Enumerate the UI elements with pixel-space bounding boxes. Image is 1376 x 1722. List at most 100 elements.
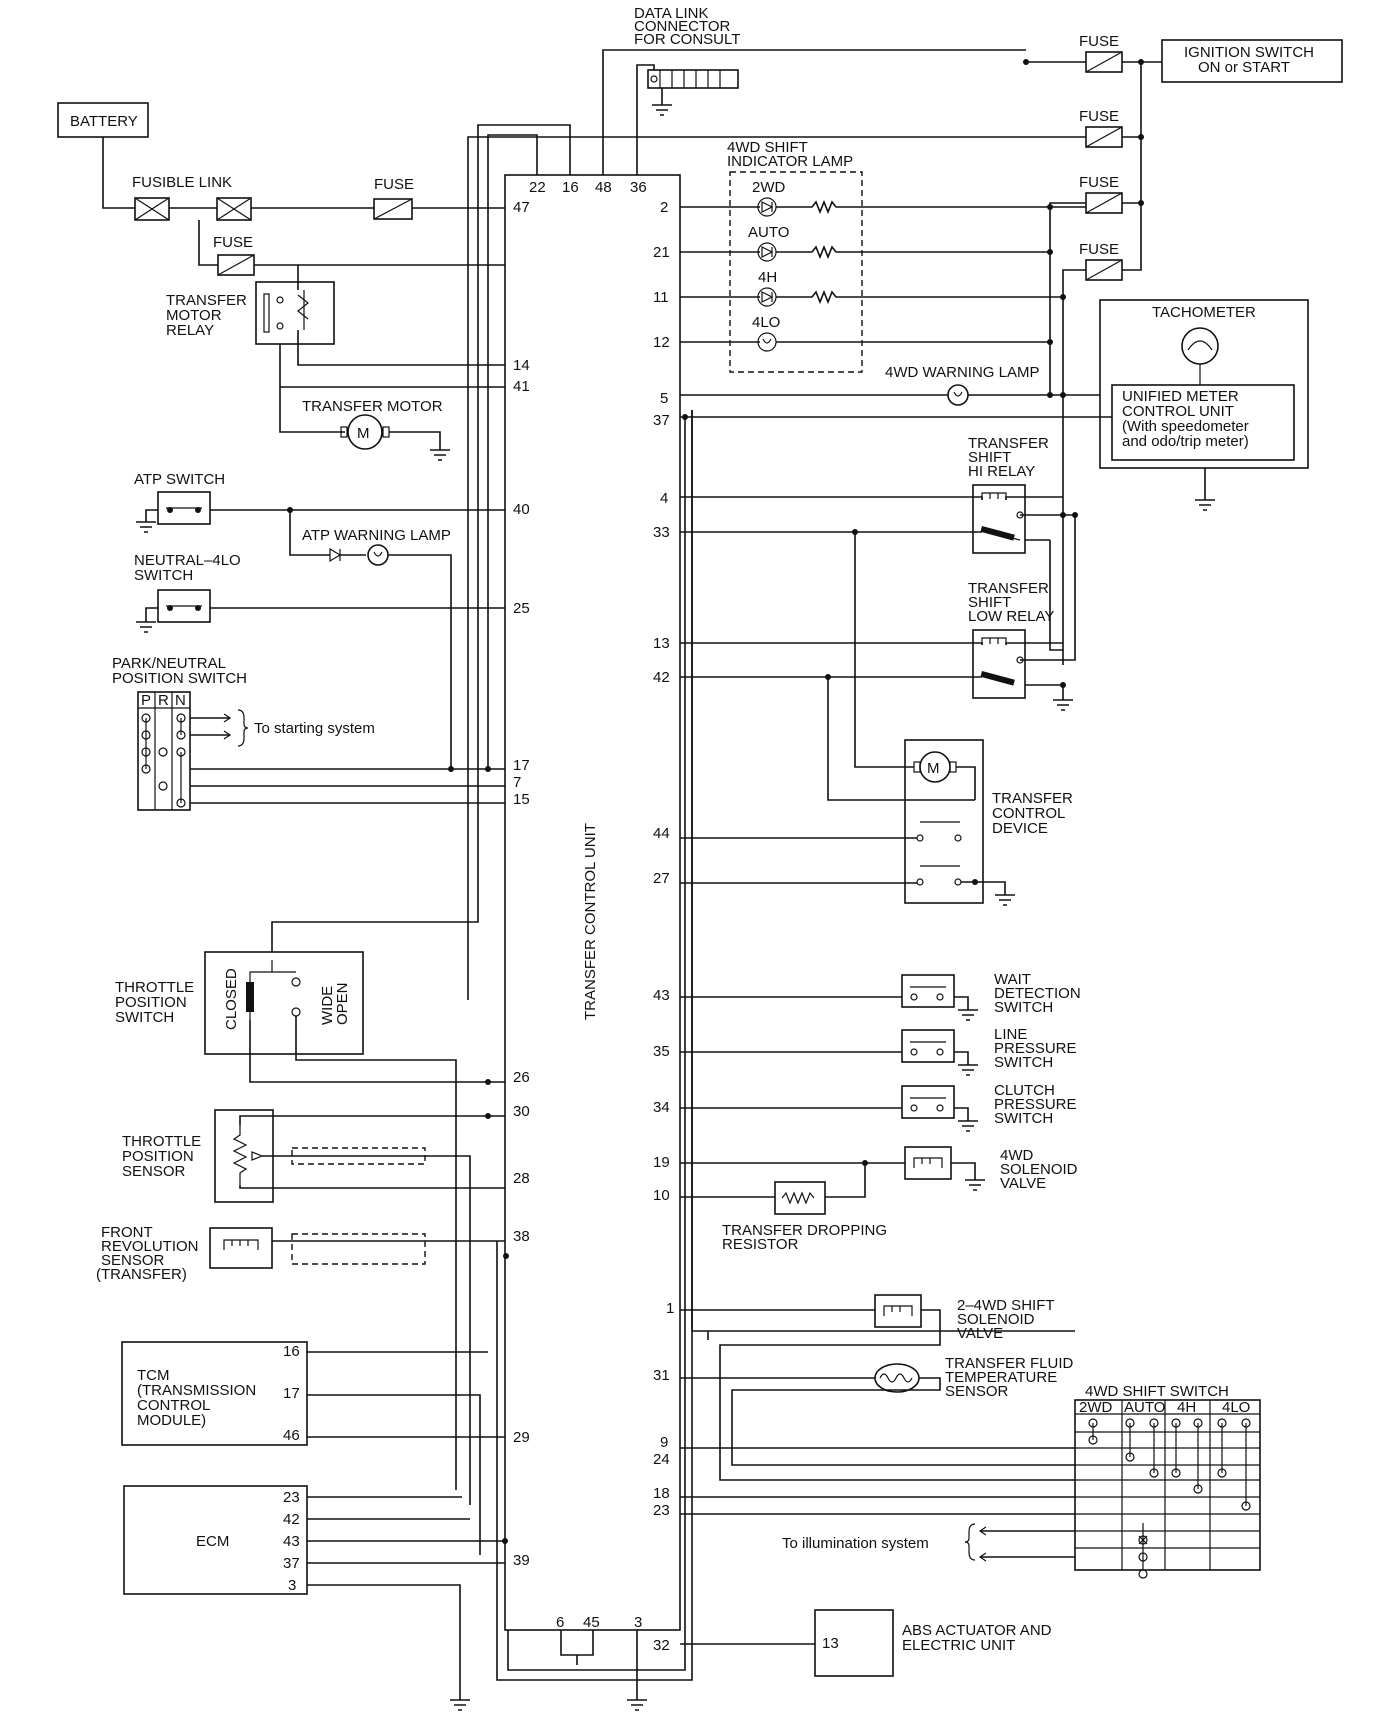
abs-pin-13: 13: [822, 1635, 839, 1652]
tcm-label-4: MODULE): [137, 1412, 206, 1429]
battery-label: BATTERY: [70, 113, 138, 130]
atp-switch-label: ATP SWITCH: [134, 471, 225, 488]
ecm: ECM 23 42 43 37 3: [123, 1485, 508, 1711]
tcu-label: TRANSFER CONTROL UNIT: [582, 823, 599, 1020]
fuse-label-r1: FUSE: [1079, 33, 1119, 50]
tcu-pin-3: 3: [634, 1614, 642, 1631]
tcu-pin-37: 37: [653, 412, 670, 429]
low-relay-label-1: TRANSFER: [968, 580, 1049, 597]
park-neutral-switch: PARK/NEUTRAL POSITION SWITCH P R N To st…: [112, 655, 505, 811]
warning-4wd-label: 4WD WARNING LAMP: [885, 364, 1039, 381]
solenoid-4wd: 4WD SOLENOID VALVE TRANSFER DROPPING RES…: [680, 1146, 1078, 1253]
tcu-pin-5: 5: [660, 390, 668, 407]
ecm-pin-23: 23: [283, 1489, 300, 1506]
shift-col-4h: 4H: [1177, 1399, 1196, 1416]
tcm: TCM (TRANSMISSION CONTROL MODULE) 16 17 …: [121, 1341, 505, 1555]
wait-label-2: DETECTION: [994, 985, 1081, 1002]
indicator-label-2: INDICATOR LAMP: [727, 153, 853, 170]
pnp-col-r: R: [158, 692, 169, 709]
data-link-connector: DATA LINK CONNECTOR FOR CONSULT: [602, 5, 1026, 175]
pnp-label-2: POSITION SWITCH: [112, 670, 247, 687]
sol4wd-label-3: VALVE: [1000, 1175, 1046, 1192]
tcu-pin-16: 16: [562, 179, 579, 196]
tcu-pin-44: 44: [653, 825, 670, 842]
unified-label-3: (With speedometer: [1122, 418, 1249, 435]
dlc-label-2: CONNECTOR: [634, 18, 731, 35]
tp-sensor-label-1: THROTTLE: [122, 1133, 201, 1150]
trunk-right-37: [507, 417, 686, 1671]
sol24-label-2: SOLENOID: [957, 1311, 1035, 1328]
illumination-label: To illumination system: [782, 1535, 929, 1552]
tcu-pin-32: 32: [653, 1637, 670, 1654]
tcu-pin-28: 28: [513, 1170, 530, 1187]
tcu-pin-13: 13: [653, 635, 670, 652]
transfer-motor-label: TRANSFER MOTOR: [302, 398, 443, 415]
dropping-label-1: TRANSFER DROPPING: [722, 1222, 887, 1239]
ecm-pin-42: 42: [283, 1511, 300, 1528]
tcu-pin-18: 18: [653, 1485, 670, 1502]
low-relay-label-3: LOW RELAY: [968, 608, 1054, 625]
ind-4h: 4H: [758, 269, 777, 286]
tcd-label-3: DEVICE: [992, 820, 1048, 837]
atp-switch: ATP SWITCH ATP WARNING LAMP: [134, 471, 505, 769]
tcu-pin-40: 40: [513, 501, 530, 518]
tcu-pin-48: 48: [595, 179, 612, 196]
shift-col-4lo: 4LO: [1222, 1399, 1250, 1416]
sol4wd-label-2: SOLENOID: [1000, 1161, 1078, 1178]
abs-actuator: 13 ABS ACTUATOR AND ELECTRIC UNIT: [680, 1609, 1052, 1677]
tcd-label-2: CONTROL: [992, 805, 1065, 822]
tcu-pin-27: 27: [653, 870, 670, 887]
tps-label-3: SWITCH: [115, 1009, 174, 1026]
tcu-pin-41: 41: [513, 378, 530, 395]
shift-col-auto: AUTO: [1124, 1399, 1165, 1416]
indicator-label-1: 4WD SHIFT: [727, 139, 808, 156]
low-relay-label-2: SHIFT: [968, 594, 1011, 611]
tcu-pin-11: 11: [653, 289, 669, 306]
wait-detection-switch: WAIT DETECTION SWITCH: [680, 971, 1081, 1021]
tcm-pin-16: 16: [283, 1343, 300, 1360]
transfer-control-device: M TRANSFER CONTROL DEVICE: [680, 532, 1073, 906]
tcu-pin-2: 2: [660, 199, 668, 216]
shift-switch-label: 4WD SHIFT SWITCH: [1085, 1383, 1229, 1400]
shift-col-2wd: 2WD: [1079, 1399, 1113, 1416]
relay-label-2: MOTOR: [166, 307, 222, 324]
tcu-pin-9: 9: [660, 1434, 668, 1451]
tcu-pin-14: 14: [513, 357, 530, 374]
clutch-label-1: CLUTCH: [994, 1082, 1055, 1099]
frs-label-1: FRONT: [101, 1224, 153, 1241]
tp-sensor-label-3: SENSOR: [122, 1163, 186, 1180]
tcu-pin-17: 17: [513, 757, 530, 774]
ecm-pin-3: 3: [288, 1577, 296, 1594]
abs-label-1: ABS ACTUATOR AND: [902, 1622, 1052, 1639]
sol24-label-1: 2–4WD SHIFT: [957, 1297, 1055, 1314]
tachometer-label: TACHOMETER: [1152, 304, 1256, 321]
wait-label-3: SWITCH: [994, 999, 1053, 1016]
tcu-pin-38: 38: [513, 1228, 530, 1245]
tps-wide: WIDE: [319, 986, 336, 1025]
trunk-left-16: [271, 124, 571, 960]
tcu-pin-21: 21: [653, 244, 670, 261]
unified-label-1: UNIFIED METER: [1122, 388, 1239, 405]
tcu-pin-34: 34: [653, 1099, 670, 1116]
line-label-2: PRESSURE: [994, 1040, 1077, 1057]
front-revolution-sensor: FRONT REVOLUTION SENSOR (TRANSFER): [96, 1224, 509, 1283]
tcm-label-3: CONTROL: [137, 1397, 210, 1414]
tps-label-2: POSITION: [115, 994, 187, 1011]
clutch-label-2: PRESSURE: [994, 1096, 1077, 1113]
tcu-ground: [560, 1630, 638, 1700]
fuse-label-relay: FUSE: [213, 234, 253, 251]
ignition-box: [1161, 39, 1343, 83]
to-starting-label: To starting system: [254, 720, 375, 737]
ind-auto: AUTO: [748, 224, 789, 241]
tps-closed: CLOSED: [223, 968, 240, 1030]
pnp-col-p: P: [141, 692, 151, 709]
pnp-col-n: N: [175, 692, 186, 709]
illumination: To illumination system: [782, 1523, 1075, 1562]
tcu-pin-36: 36: [630, 179, 647, 196]
tcu-pin-39: 39: [513, 1552, 530, 1569]
tcu-pin-6: 6: [556, 1614, 564, 1631]
fuse-label-main: FUSE: [374, 176, 414, 193]
trunk-left-22: [487, 134, 538, 769]
dlc-label-3: FOR CONSULT: [634, 31, 740, 48]
dropping-label-2: RESISTOR: [722, 1236, 799, 1253]
